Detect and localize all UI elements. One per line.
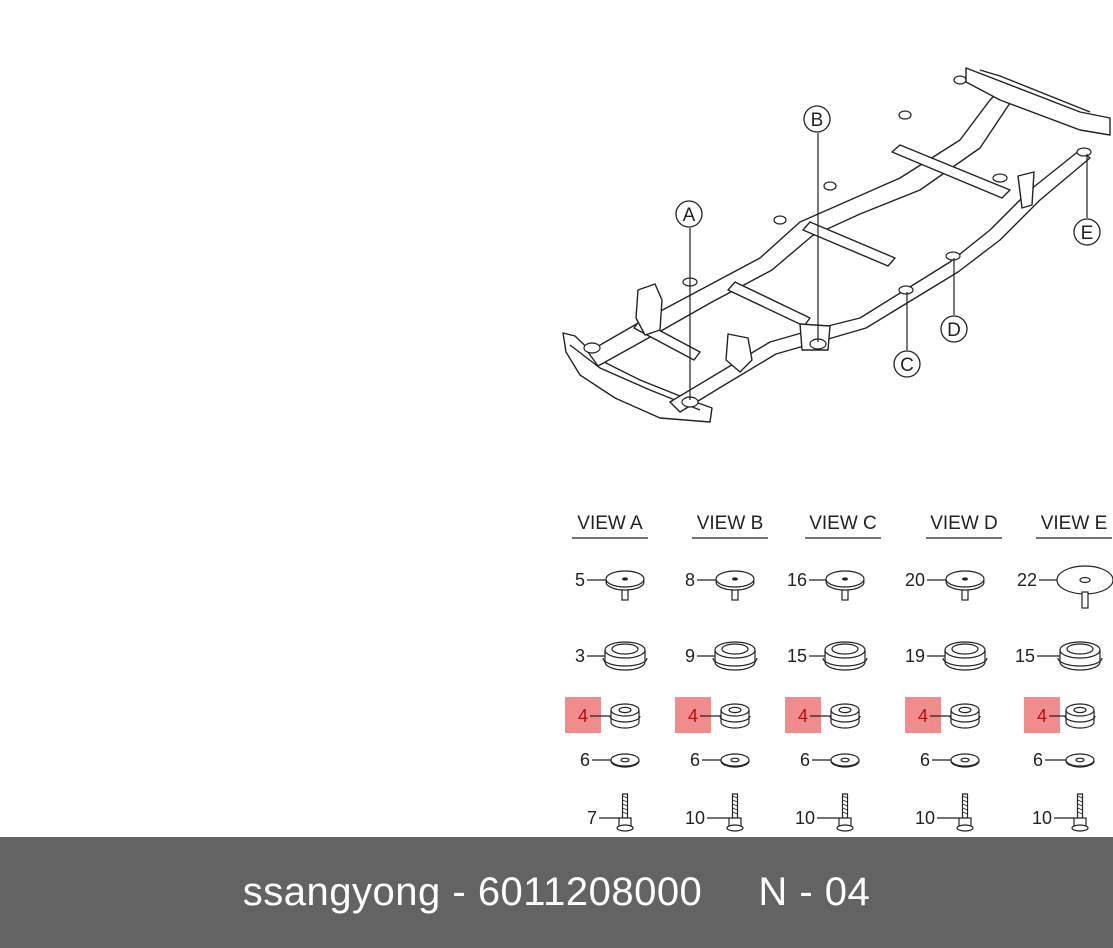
part-cap: 5 bbox=[575, 570, 645, 601]
part-number-label: 10 bbox=[1032, 808, 1052, 828]
part-number-label: 8 bbox=[685, 570, 695, 590]
part-number-label: 6 bbox=[580, 750, 590, 770]
part-bushing: 9 bbox=[685, 641, 758, 671]
chassis-frame-illustration bbox=[562, 67, 1111, 423]
view-title: VIEW C bbox=[809, 513, 877, 534]
highlight-box bbox=[785, 697, 821, 733]
part-number-label: 15 bbox=[1015, 646, 1035, 666]
part-number-label: 20 bbox=[905, 570, 925, 590]
part-number-label: 22 bbox=[1017, 570, 1037, 590]
part-number-label: 19 bbox=[905, 646, 925, 666]
part-number-label: 4 bbox=[918, 706, 928, 726]
part-washer: 6 bbox=[690, 750, 750, 770]
svg-text:A: A bbox=[683, 205, 696, 226]
part-cap: 16 bbox=[787, 570, 865, 601]
part-number-label: 6 bbox=[690, 750, 700, 770]
part-number-label: 4 bbox=[798, 706, 808, 726]
part-washer: 6 bbox=[920, 750, 980, 770]
part-number-label: 4 bbox=[688, 706, 698, 726]
part-cap: 22 bbox=[1017, 565, 1113, 609]
part-bushing: 3 bbox=[575, 641, 648, 671]
footer-dash: - bbox=[452, 870, 467, 914]
frame-callout-c: C bbox=[893, 350, 921, 378]
part-number-label: 10 bbox=[795, 808, 815, 828]
part-number-label: 15 bbox=[787, 646, 807, 666]
svg-text:D: D bbox=[947, 320, 961, 341]
part-bolt: 7 bbox=[587, 793, 634, 832]
part-bushing: 15 bbox=[787, 641, 868, 671]
part-number-label: 9 bbox=[685, 646, 695, 666]
highlight-box bbox=[905, 697, 941, 733]
view-column-b: VIEW B 8 9 4 6 10 bbox=[675, 513, 768, 832]
part-spacer: 4 bbox=[675, 697, 751, 733]
view-column-a: VIEW A 5 3 4 6 7 bbox=[565, 513, 648, 832]
highlight-box bbox=[565, 697, 601, 733]
footer-bar: ssangyong - 6011208000 N - 04 bbox=[0, 837, 1113, 948]
view-column-c: VIEW C 16 15 4 6 10 bbox=[785, 513, 881, 832]
part-number-label: 10 bbox=[685, 808, 705, 828]
svg-text:C: C bbox=[900, 355, 914, 376]
part-bolt: 10 bbox=[685, 793, 744, 832]
part-spacer: 4 bbox=[565, 697, 641, 733]
part-number-label: 6 bbox=[1033, 750, 1043, 770]
part-number-label: 10 bbox=[915, 808, 935, 828]
part-number-label: 6 bbox=[800, 750, 810, 770]
part-number: 6011208000 bbox=[477, 870, 703, 914]
part-cap: 8 bbox=[685, 570, 755, 601]
part-bolt: 10 bbox=[915, 793, 974, 832]
highlight-box bbox=[675, 697, 711, 733]
part-spacer: 4 bbox=[1024, 697, 1096, 733]
part-washer: 6 bbox=[800, 750, 860, 770]
part-number-label: 4 bbox=[1037, 706, 1047, 726]
part-number-label: 6 bbox=[920, 750, 930, 770]
frame-callout-b: B bbox=[803, 105, 831, 133]
view-title: VIEW B bbox=[697, 513, 764, 534]
part-number-label: 7 bbox=[587, 808, 597, 828]
part-number-label: 16 bbox=[787, 570, 807, 590]
part-number-label: 4 bbox=[578, 706, 588, 726]
page-code: N - 04 bbox=[758, 870, 871, 914]
frame-callout-e: E bbox=[1073, 218, 1101, 246]
part-washer: 6 bbox=[1033, 750, 1095, 770]
part-bushing: 19 bbox=[905, 641, 988, 671]
frame-callout-a: A bbox=[675, 200, 703, 228]
brand-name: ssangyong bbox=[242, 870, 441, 914]
part-spacer: 4 bbox=[905, 697, 981, 733]
part-number-label: 3 bbox=[575, 646, 585, 666]
part-number-label: 5 bbox=[575, 570, 585, 590]
highlight-box bbox=[1024, 697, 1060, 733]
part-spacer: 4 bbox=[785, 697, 861, 733]
part-bolt: 10 bbox=[795, 793, 854, 832]
svg-text:E: E bbox=[1081, 223, 1094, 244]
view-title: VIEW E bbox=[1041, 513, 1108, 534]
part-washer: 6 bbox=[580, 750, 640, 770]
view-title: VIEW D bbox=[930, 513, 998, 534]
view-title: VIEW A bbox=[577, 513, 643, 534]
view-column-d: VIEW D 20 19 4 6 10 bbox=[905, 513, 1002, 832]
frame-callout-d: D bbox=[940, 315, 968, 343]
part-cap: 20 bbox=[905, 570, 985, 601]
part-bushing: 15 bbox=[1015, 641, 1103, 671]
callout-leaders bbox=[689, 133, 1088, 400]
part-bolt: 10 bbox=[1032, 793, 1089, 832]
view-column-e: VIEW E 22 15 4 6 10 bbox=[1015, 513, 1113, 832]
svg-text:B: B bbox=[811, 110, 824, 131]
